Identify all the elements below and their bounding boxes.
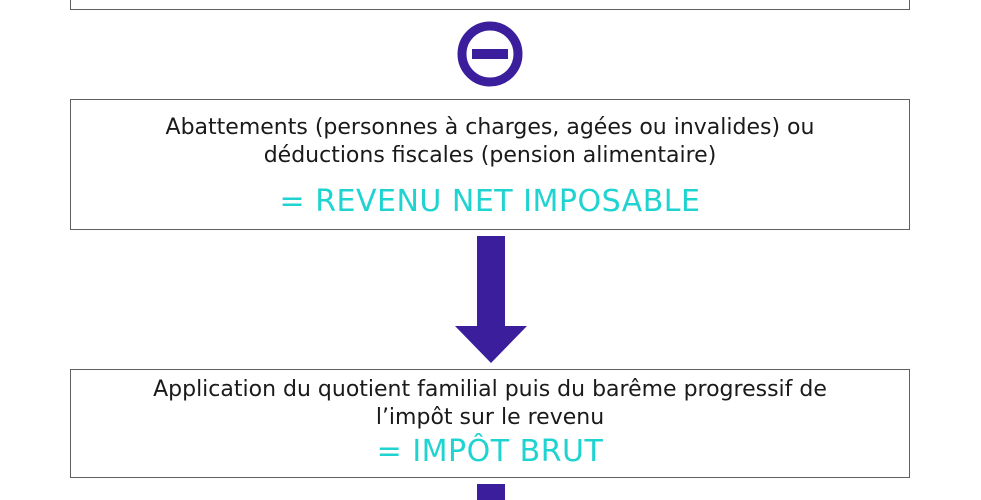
- step-description: Application du quotient familial puis du…: [110, 370, 870, 432]
- step-result: = IMPÔT BRUT: [376, 434, 604, 469]
- step-box-quotient-familial: Application du quotient familial puis du…: [70, 369, 910, 478]
- description-line-1: Abattements (personnes à charges, agées …: [165, 115, 815, 140]
- minus-circle-icon: [457, 21, 523, 87]
- down-arrow-icon: [455, 236, 527, 363]
- step-description: Abattements (personnes à charges, agées …: [110, 100, 870, 170]
- step-box-abattements: Abattements (personnes à charges, agées …: [70, 99, 910, 230]
- description-line-1: Application du quotient familial puis du…: [153, 377, 827, 402]
- description-line-2: déductions fiscales (pension alimentaire…: [263, 143, 717, 168]
- step-result: = REVENU NET IMPOSABLE: [279, 184, 701, 219]
- previous-step-box: [70, 0, 910, 10]
- down-arrow-stub-icon: [477, 484, 505, 500]
- description-line-2: l’impôt sur le revenu: [375, 405, 605, 430]
